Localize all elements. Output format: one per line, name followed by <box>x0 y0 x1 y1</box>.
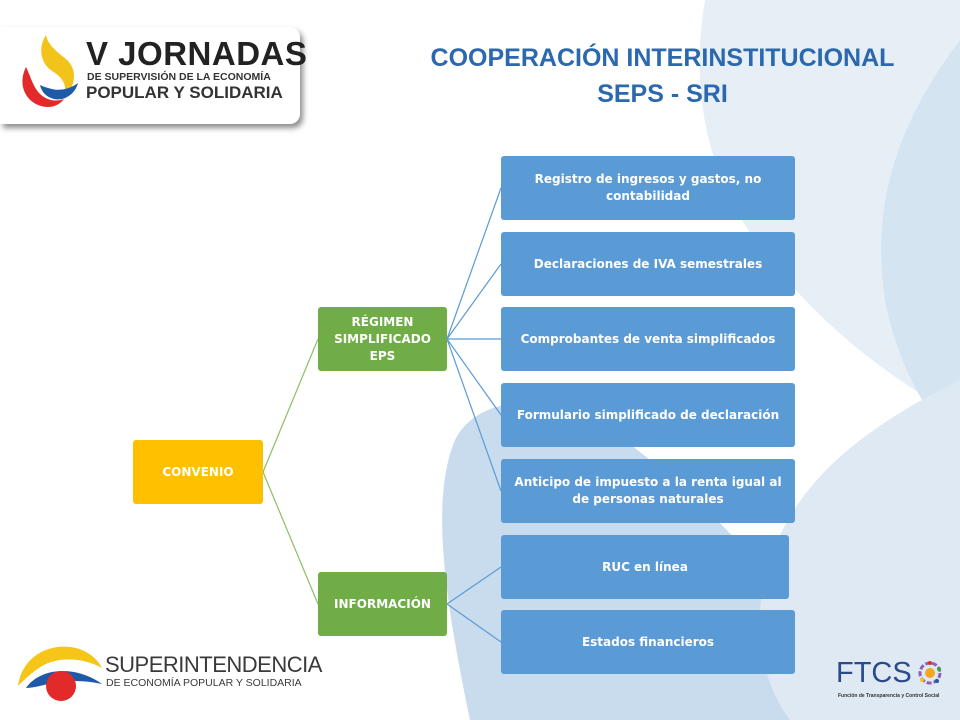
logo-title: V JORNADAS <box>86 35 308 72</box>
node-informacion-item-estados: Estados financieros <box>501 610 795 674</box>
ftcs-emblem-icon <box>918 661 942 685</box>
node-convenio: CONVENIO <box>133 440 263 504</box>
node-regimen-item-comprobantes: Comprobantes de venta simplificados <box>501 307 795 371</box>
node-regimen-item-formulario: Formulario simplificado de declaración <box>501 383 795 447</box>
title-line1: COOPERACIÓN INTERINSTITUCIONAL <box>430 44 895 72</box>
seps-title: SUPERINTENDENCIA <box>105 652 322 677</box>
logo-subtitle-line1: DE SUPERVISIÓN DE LA ECONOMÍA <box>87 71 271 83</box>
node-regimen-item-registro: Registro de ingresos y gastos, no contab… <box>501 156 795 220</box>
node-regimen-item-iva: Declaraciones de IVA semestrales <box>501 232 795 296</box>
logo-subtitle-line2: POPULAR Y SOLIDARIA <box>86 83 283 102</box>
seps-subtitle: DE ECONOMÍA POPULAR Y SOLIDARIA <box>106 677 302 689</box>
ftcs-title: FTCS <box>836 657 912 689</box>
node-regimen-item-anticipo: Anticipo de impuesto a la renta igual al… <box>501 459 795 523</box>
node-informacion-item-ruc: RUC en línea <box>501 535 789 599</box>
jornadas-swirl-icon <box>22 35 78 107</box>
node-regimen-simplificado: RÉGIMEN SIMPLIFICADO EPS <box>318 307 447 371</box>
node-informacion: INFORMACIÓN <box>318 572 447 636</box>
page-title: COOPERACIÓN INTERINSTITUCIONAL SEPS - SR… <box>400 40 925 112</box>
jornadas-logo: V JORNADAS DE SUPERVISIÓN DE LA ECONOMÍA… <box>0 27 307 124</box>
seps-logo-icon <box>18 646 102 701</box>
ftcs-subtitle: Función de Transparencia y Control Socia… <box>838 693 940 699</box>
title-line2: SEPS - SRI <box>597 80 728 108</box>
